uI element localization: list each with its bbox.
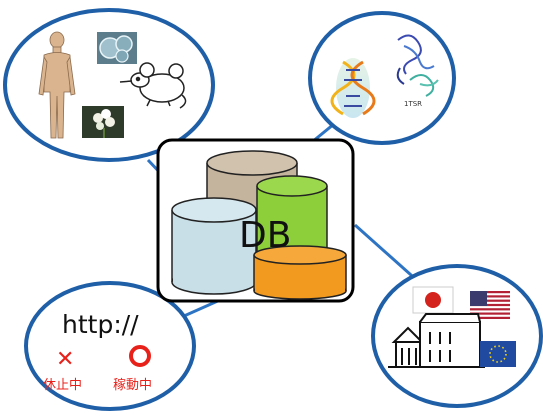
bubble-structures: 1TSR	[308, 11, 456, 145]
connector-institutions	[354, 223, 421, 285]
japan-flag-icon	[412, 286, 454, 314]
status-running-label: 稼動中	[113, 378, 152, 393]
eu-flag-icon	[480, 341, 516, 367]
db-label: DB	[239, 215, 291, 256]
cylinder-orange	[253, 245, 347, 300]
protein-label: 1TSR	[404, 100, 422, 108]
bubble-web: http:// ✕ 休止中 稼動中	[24, 281, 196, 411]
mouse-icon	[119, 62, 187, 109]
center-db: DB	[156, 138, 355, 303]
status-stopped-label: 休止中	[43, 378, 82, 393]
flower-icon	[82, 106, 124, 138]
status-stopped-symbol: ✕	[56, 347, 74, 372]
bubble-organisms	[3, 8, 215, 162]
status-running-symbol	[129, 345, 151, 367]
building-icon	[388, 313, 485, 368]
cylinder-blue	[171, 197, 257, 295]
dna-helix-icon	[330, 58, 376, 118]
url-text: http://	[62, 310, 139, 339]
cells-micrograph-icon	[97, 32, 137, 64]
bubble-institutions	[371, 264, 543, 408]
human-figure-icon	[38, 31, 76, 139]
protein-structure-icon	[396, 34, 439, 97]
